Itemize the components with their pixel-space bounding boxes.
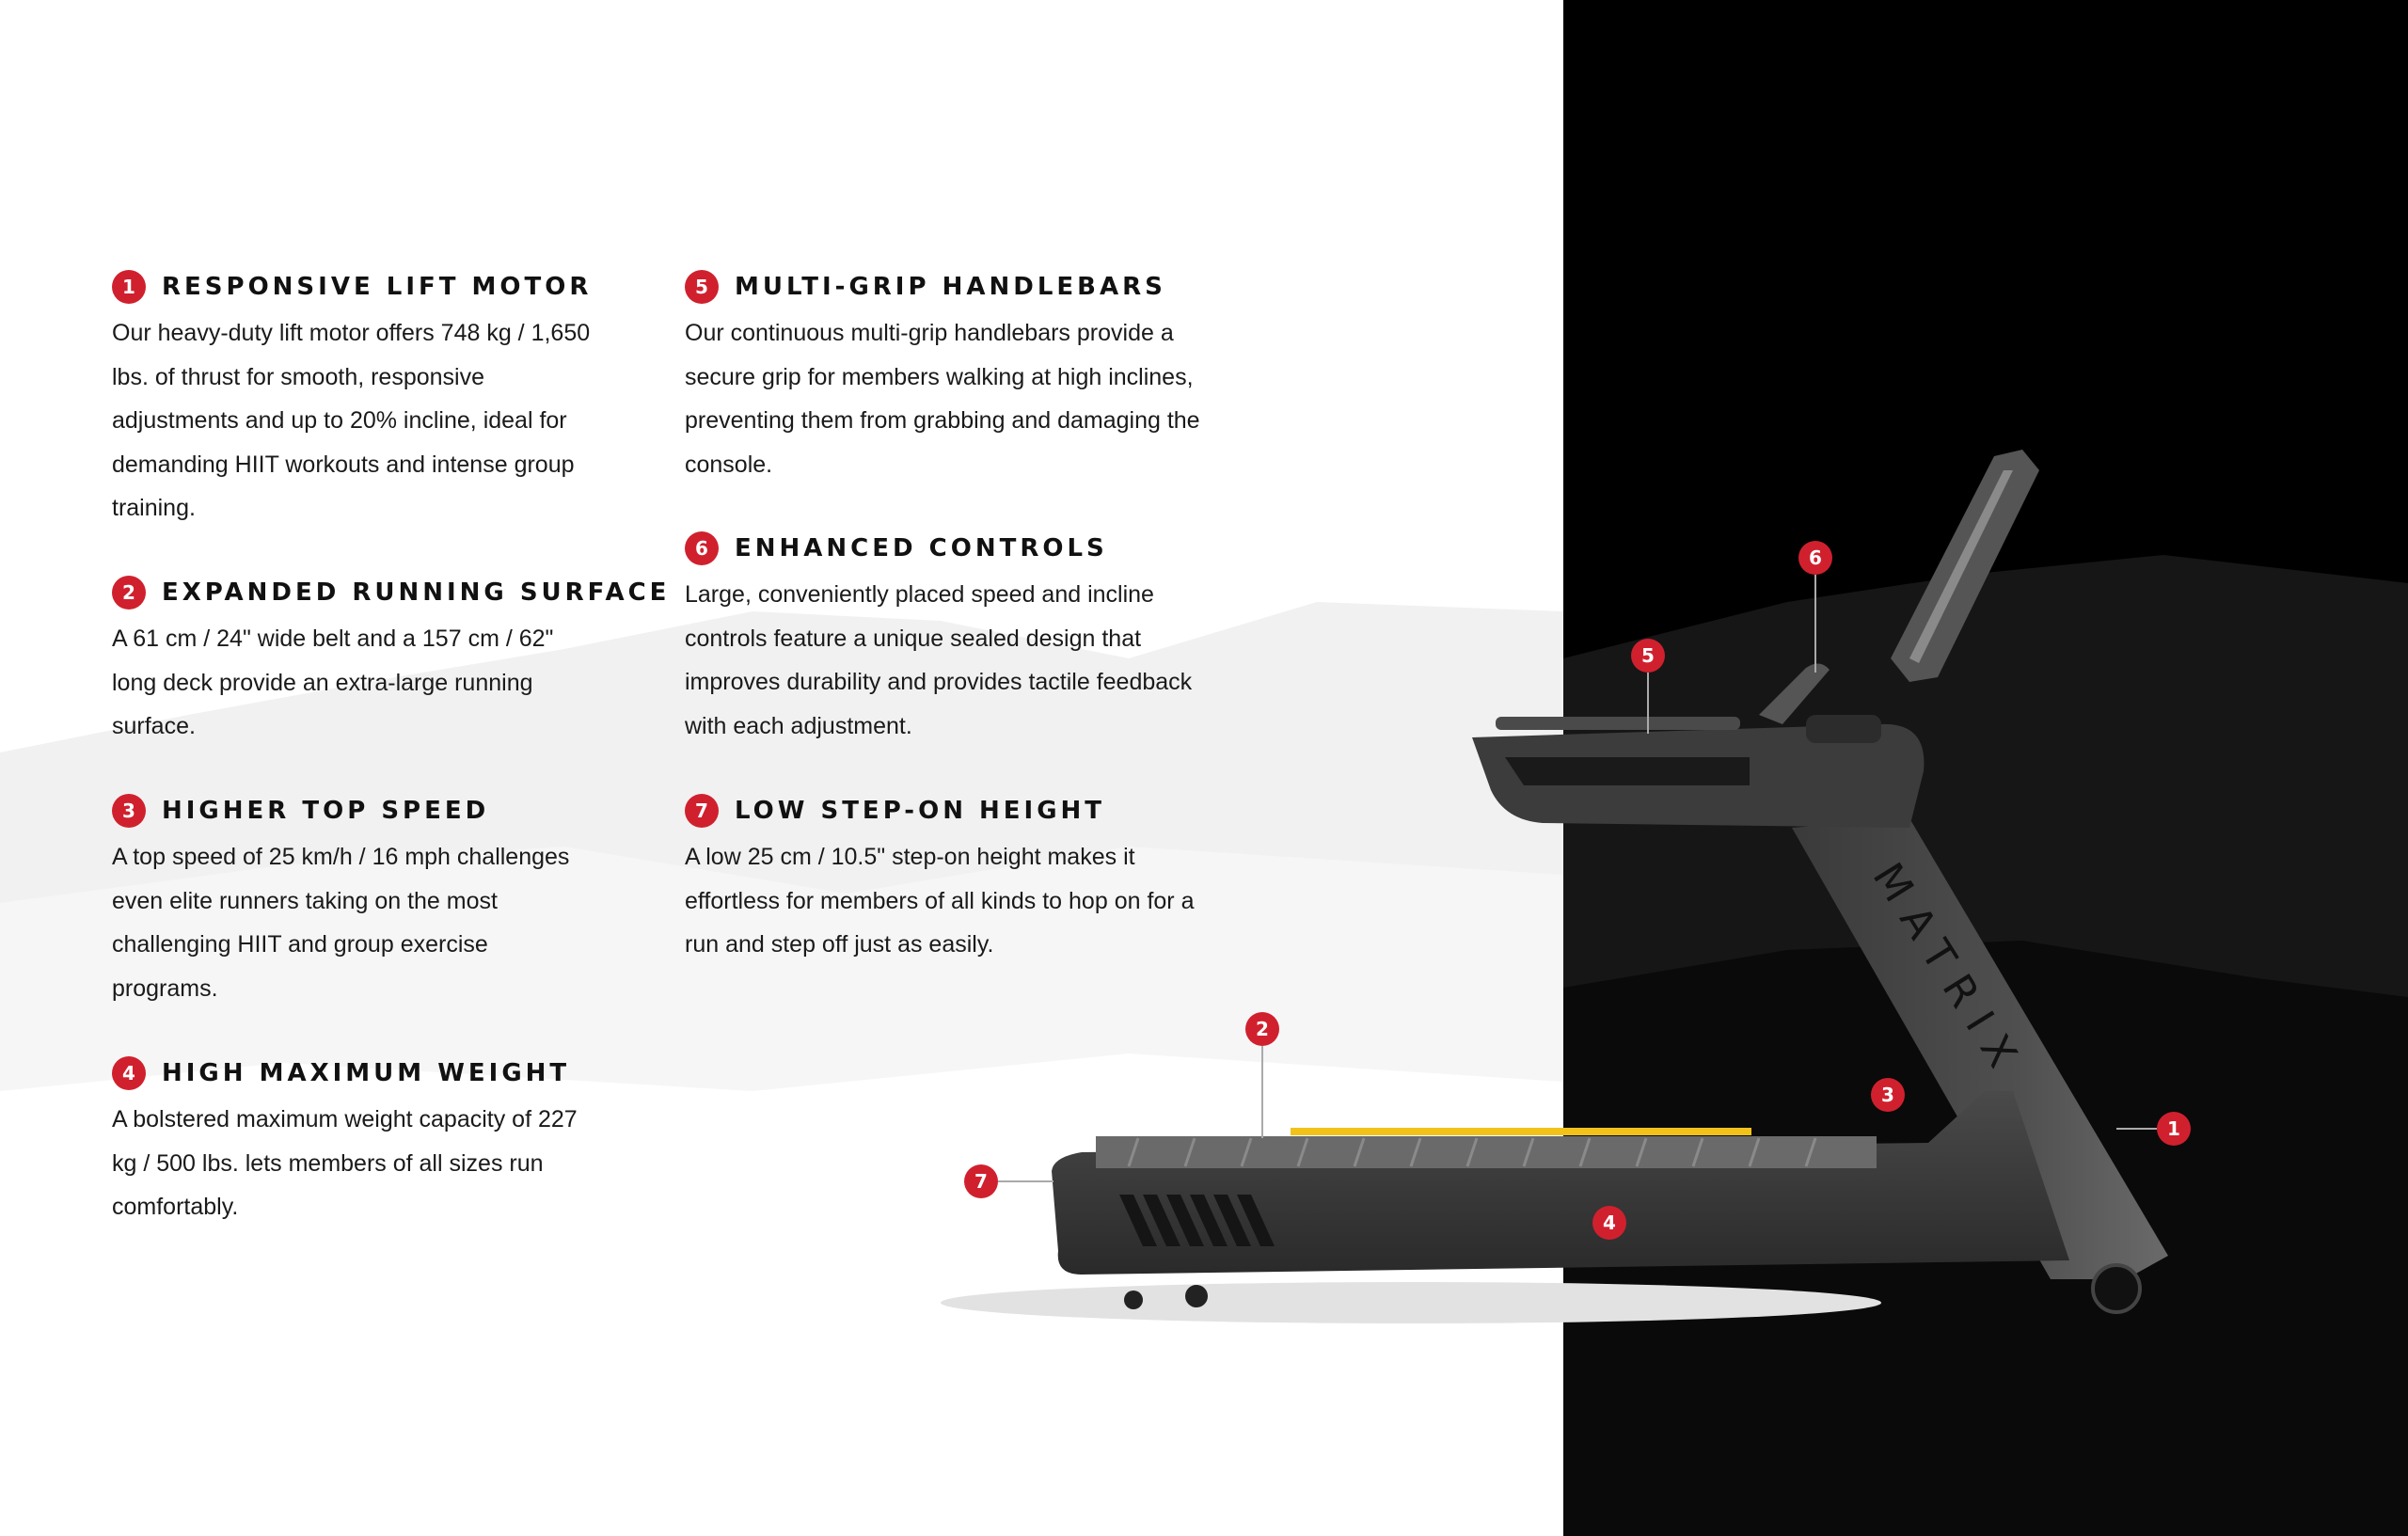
feature-description: A top speed of 25 km/h / 16 mph challeng… (112, 844, 570, 1002)
feature-description: Our continuous multi-grip handlebars pro… (685, 320, 1200, 478)
feature-number-badge: 7 (685, 794, 719, 828)
feature-title: LOW STEP-ON HEIGHT (735, 797, 1106, 825)
transport-wheel (2091, 1263, 2142, 1314)
feature-description: A low 25 cm / 10.5" step-on height makes… (685, 844, 1195, 958)
callout-marker-2: 2 (1245, 1012, 1279, 1046)
feature-responsive-lift-motor: 1 RESPONSIVE LIFT MOTOR Our heavy-duty li… (112, 268, 639, 530)
feature-title: EXPANDED RUNNING SURFACE (162, 578, 671, 607)
foot (1124, 1291, 1143, 1309)
feature-title: HIGHER TOP SPEED (162, 797, 490, 825)
callout-marker-1: 1 (2157, 1112, 2191, 1146)
feature-description: A bolstered maximum weight capacity of 2… (112, 1106, 578, 1220)
side-rail (1496, 717, 1740, 730)
feature-title: RESPONSIVE LIFT MOTOR (162, 273, 593, 301)
feature-high-maximum-weight: 4 HIGH MAXIMUM WEIGHT A bolstered maximum… (112, 1054, 639, 1229)
callout-marker-4: 4 (1592, 1206, 1626, 1240)
floor-shadow (941, 1282, 1881, 1323)
feature-title: MULTI-GRIP HANDLEBARS (735, 273, 1166, 301)
feature-multi-grip-handlebars: 5 MULTI-GRIP HANDLEBARS Our continuous mu… (685, 268, 1212, 486)
foot (1185, 1285, 1208, 1307)
running-belt (1096, 1136, 1877, 1168)
control-grip (1759, 663, 1830, 724)
feature-enhanced-controls: 6 ENHANCED CONTROLS Large, conveniently p… (685, 530, 1212, 748)
belt-yellow-stripe (1291, 1128, 1751, 1135)
feature-number-badge: 1 (112, 270, 146, 304)
feature-title: HIGH MAXIMUM WEIGHT (162, 1059, 571, 1087)
light-mountains-2 (0, 847, 1563, 1091)
callout-marker-5: 5 (1631, 639, 1665, 673)
dark-mountains (1563, 555, 2408, 1016)
belt-slats (1127, 1137, 1817, 1167)
feature-number-badge: 4 (112, 1056, 146, 1090)
feature-number-badge: 6 (685, 531, 719, 565)
motor-vents (1119, 1195, 1275, 1246)
feature-number-badge: 5 (685, 270, 719, 304)
feature-title: ENHANCED CONTROLS (735, 534, 1108, 562)
callout-lines (998, 575, 2157, 1182)
callout-marker-7: 7 (964, 1164, 998, 1198)
feature-description: Our heavy-duty lift motor offers 748 kg … (112, 320, 591, 521)
feature-description: A 61 cm / 24" wide belt and a 157 cm / 6… (112, 625, 554, 739)
upright (1792, 818, 2168, 1279)
feature-number-badge: 3 (112, 794, 146, 828)
feature-number-badge: 2 (112, 576, 146, 610)
feature-description: Large, conveniently placed speed and inc… (685, 581, 1193, 739)
callout-marker-3: 3 (1871, 1078, 1905, 1112)
feature-low-step-on-height: 7 LOW STEP-ON HEIGHT A low 25 cm / 10.5" … (685, 792, 1212, 967)
feature-higher-top-speed: 3 HIGHER TOP SPEED A top speed of 25 km/h… (112, 792, 639, 1010)
callout-marker-6: 6 (1798, 541, 1832, 575)
deck (1052, 1091, 2069, 1275)
cup-holder (1806, 715, 1881, 743)
